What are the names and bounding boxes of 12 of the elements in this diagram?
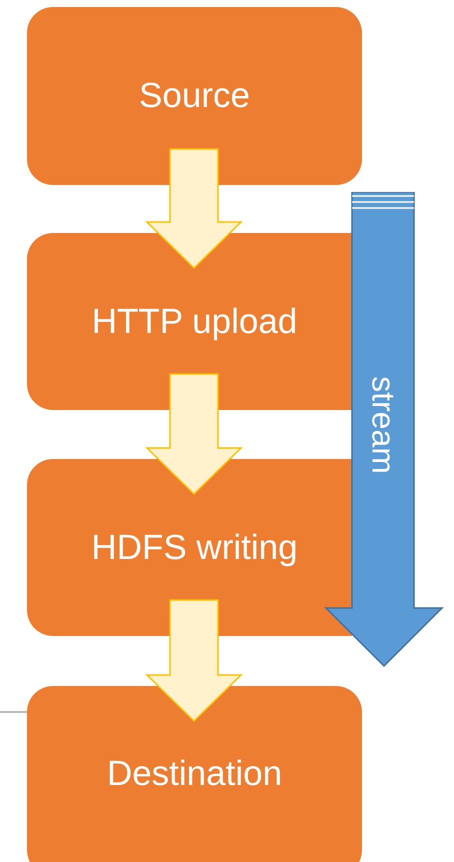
process-box (27, 7, 362, 185)
box-label: HDFS writing (91, 528, 298, 568)
process-box (27, 686, 362, 862)
arrow-label: stream (364, 376, 402, 474)
block-arrow (145, 148, 243, 270)
process-box (27, 459, 352, 636)
process-box (27, 233, 352, 410)
block-arrow (145, 373, 243, 496)
block-arrow (145, 599, 243, 722)
box-label: Source (139, 76, 250, 116)
box-label: HTTP upload (92, 302, 298, 342)
box-label: Destination (106, 754, 282, 794)
